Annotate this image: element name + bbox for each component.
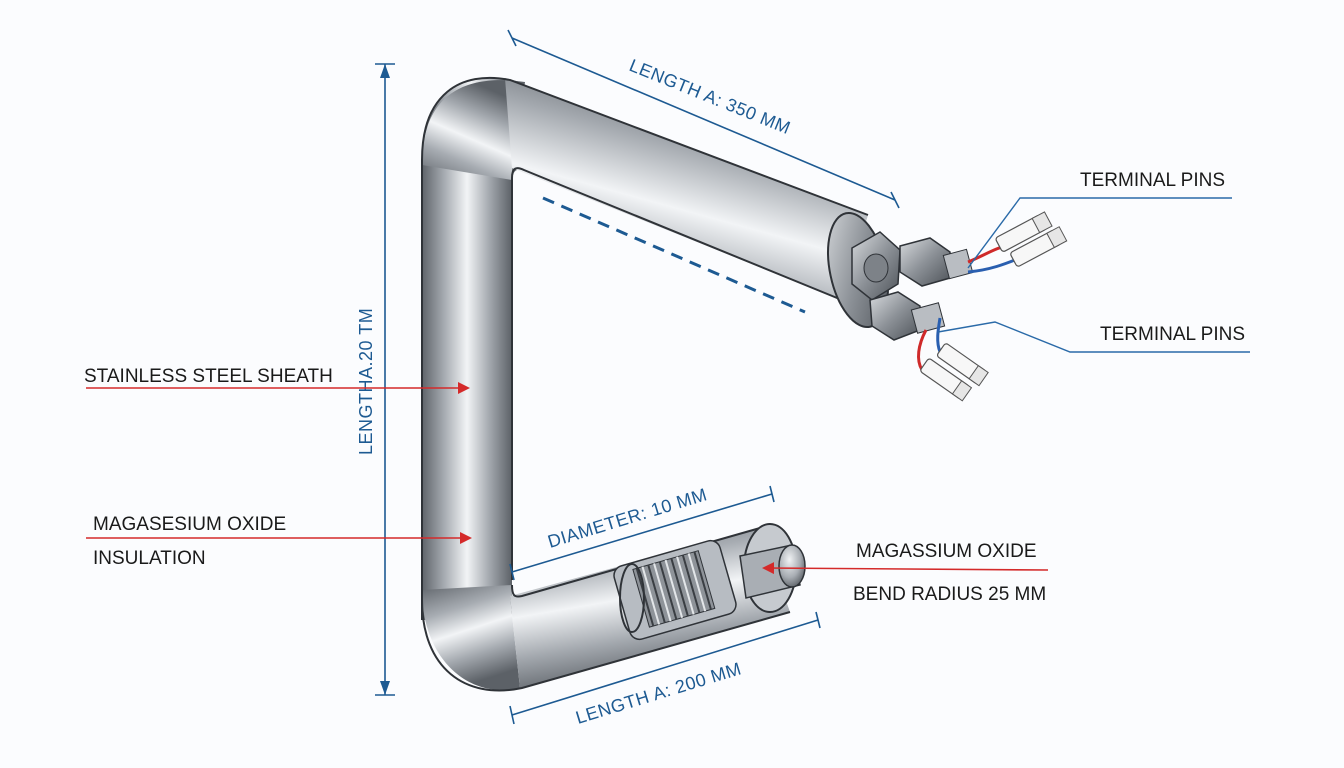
dashed-centerline: [542, 196, 806, 314]
callout-leaders: [86, 197, 1250, 575]
dimension-lines: [375, 29, 900, 725]
terminal-fitting: [827, 211, 1068, 402]
tube-vertical-leg: [422, 150, 512, 620]
spade-connectors-lower: [920, 343, 989, 402]
dim-label-vertical: LENGTHA.20 TM: [356, 308, 376, 455]
heating-coil: [632, 550, 716, 628]
callout-core-line1: MAGASSIUM OXIDE: [856, 541, 1037, 562]
callout-sheath: STAINLESS STEEL SHEATH: [84, 366, 333, 387]
leader-terminal-upper: [967, 197, 1232, 269]
tube-top-leg: [505, 78, 868, 300]
wire-red-lower: [917, 329, 928, 371]
callout-insulation-line2: INSULATION: [93, 548, 206, 569]
callout-terminal-pins-upper: TERMINAL PINS: [1080, 170, 1225, 191]
tube-bottom-bend: [422, 585, 520, 691]
callout-core-line2: BEND RADIUS 25 MM: [853, 584, 1046, 605]
dim-line-diameter: [511, 493, 773, 573]
leader-core: [762, 562, 1049, 575]
lower-stud-thread: [910, 302, 946, 334]
leader-terminal-lower: [937, 321, 1250, 353]
spade-connectors-upper: [995, 211, 1068, 267]
upper-stud-nut: [899, 237, 951, 287]
callout-insulation-line1: MAGASESIUM OXIDE: [93, 514, 286, 535]
wire-blue-lower: [936, 317, 942, 353]
callout-terminal-pins-lower: TERMINAL PINS: [1100, 324, 1245, 345]
dim-line-top: [511, 37, 896, 201]
dim-line-bottom: [511, 619, 819, 716]
dim-label-diameter: DIAMETER: 10 MM: [545, 484, 709, 552]
